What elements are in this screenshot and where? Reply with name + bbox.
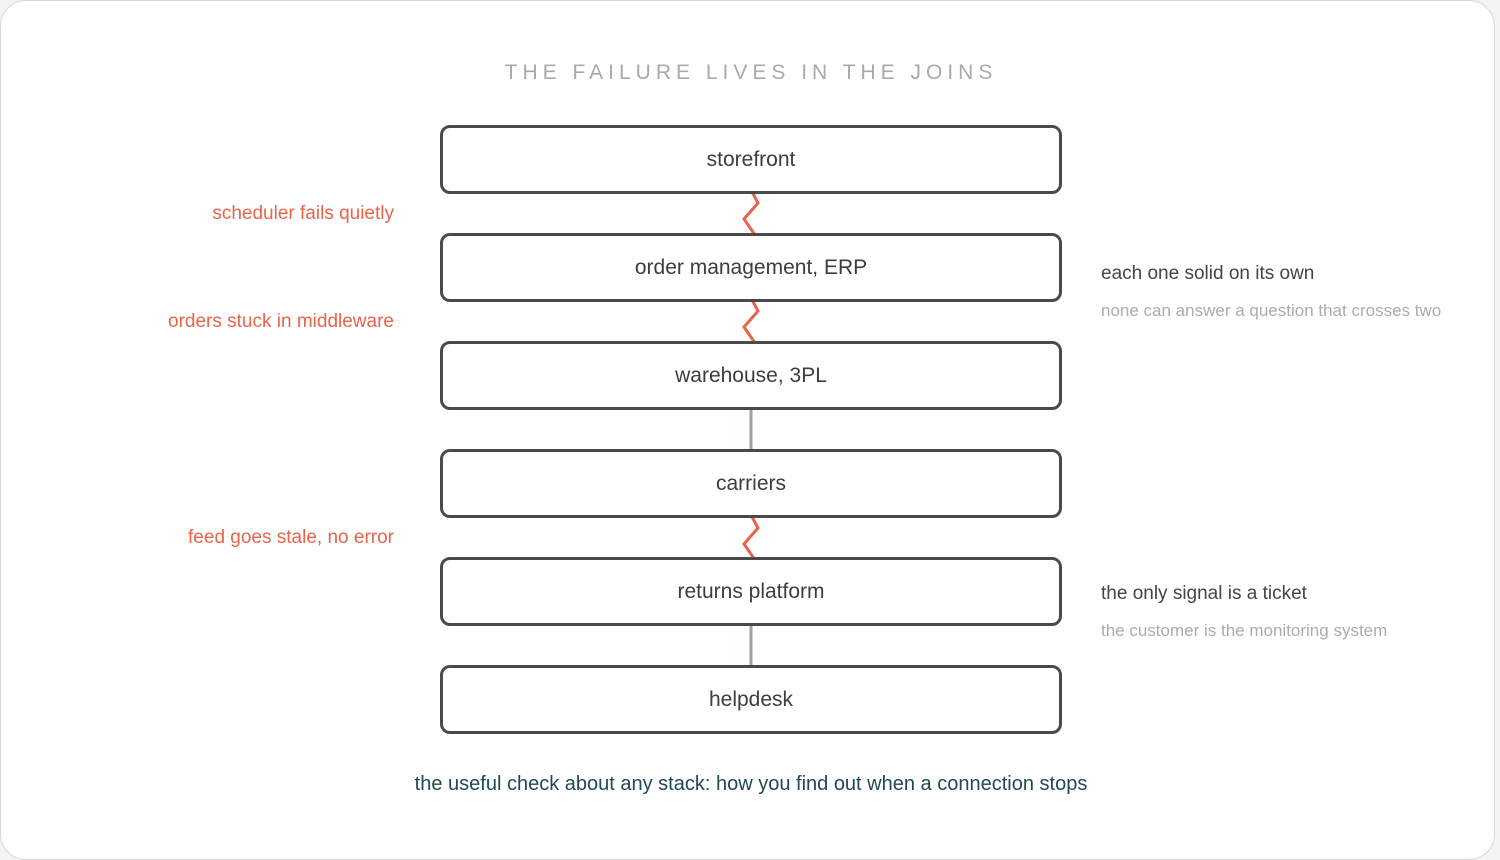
layer-box-order-management: order management, ERP (440, 233, 1062, 302)
note-sub-crosses: none can answer a question that crosses … (1101, 301, 1442, 320)
layer-label: returns platform (677, 579, 825, 603)
layer-label: warehouse, 3PL (675, 363, 827, 387)
layer-box-returns-platform: returns platform (440, 557, 1062, 626)
layer-box-helpdesk: helpdesk (440, 665, 1062, 734)
layer-box-warehouse: warehouse, 3PL (440, 341, 1062, 410)
note-main-ticket: the only signal is a ticket (1101, 583, 1307, 604)
layer-box-storefront: storefront (440, 125, 1062, 194)
layer-box-carriers: carriers (440, 449, 1062, 518)
connector-1 (742, 189, 760, 236)
note-main-solid: each one solid on its own (1101, 263, 1315, 284)
failure-label-scheduler: scheduler fails quietly (212, 203, 394, 224)
diagram-title: THE FAILURE LIVES IN THE JOINS (504, 61, 998, 84)
note-sub-monitoring: the customer is the monitoring system (1101, 621, 1388, 640)
layer-label: order management, ERP (634, 255, 868, 279)
layer-label: helpdesk (708, 687, 794, 711)
failure-label-middleware: orders stuck in middleware (168, 311, 394, 332)
footer-caption: the useful check about any stack: how yo… (414, 773, 1088, 795)
layer-label: carriers (715, 471, 786, 495)
layer-label: storefront (706, 147, 796, 171)
failure-label-feed: feed goes stale, no error (188, 527, 394, 548)
connectors (742, 189, 760, 667)
connector-4 (742, 514, 760, 561)
connector-2 (742, 297, 760, 344)
